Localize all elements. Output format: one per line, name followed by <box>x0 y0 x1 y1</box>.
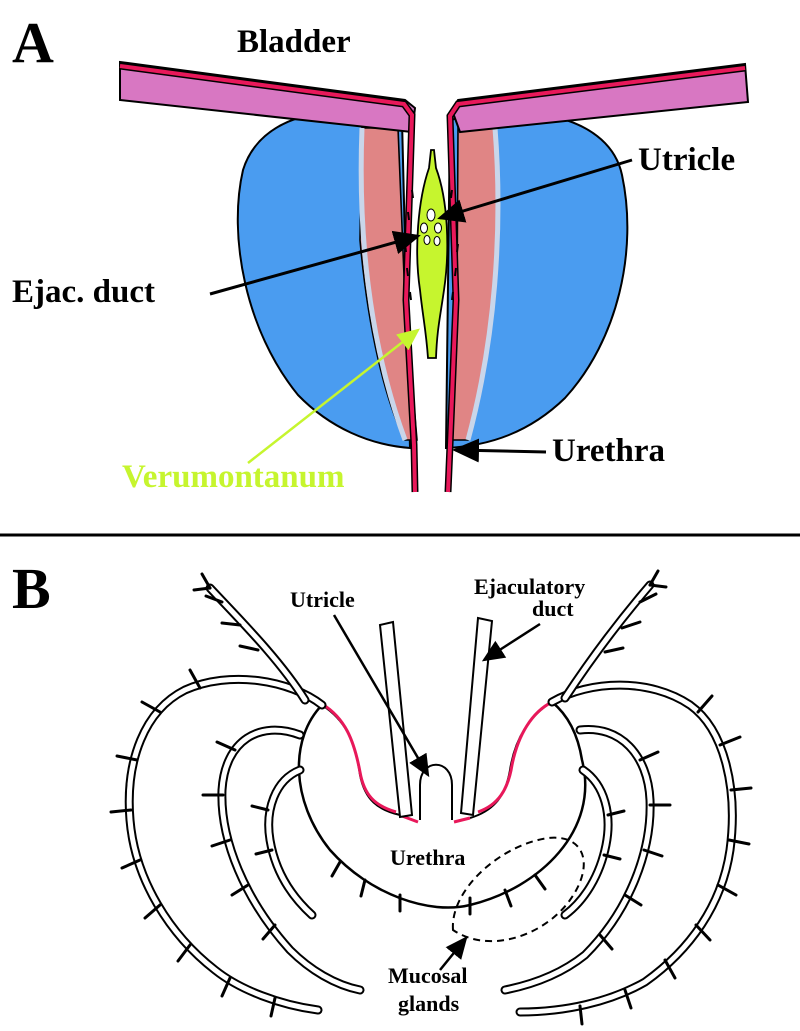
pointer-verumontanum <box>247 328 420 464</box>
label-ejac-duct: Ejac. duct <box>12 274 155 310</box>
label-urethra-b: Urethra <box>390 845 465 870</box>
gland-ducts <box>109 569 753 1026</box>
transition-zone-right-edge <box>465 127 501 441</box>
transition-zone-left <box>359 127 418 441</box>
pointer-mucosal-glands <box>439 936 468 971</box>
utricle-tube-b <box>419 763 453 820</box>
label-bladder: Bladder <box>237 24 351 60</box>
label-ejaculatory: Ejaculatory <box>474 574 585 599</box>
panel-a-letter: A <box>12 10 54 75</box>
mucosa-red-right <box>477 700 553 814</box>
transition-zone-left-edge <box>358 127 408 441</box>
label-verumontanum: Verumontanum <box>122 459 344 495</box>
panel-b: B <box>12 556 753 1026</box>
panel-b-letter: B <box>12 556 51 621</box>
ejac-duct-right-tube <box>459 616 494 817</box>
pointer-ejac-duct <box>209 230 421 296</box>
mucosal-gland-dashed <box>451 836 585 943</box>
mucosa-left-inner <box>321 704 401 816</box>
verumontanum <box>416 149 449 359</box>
label-duct: duct <box>532 596 574 621</box>
label-mucosal: Mucosal <box>388 963 467 988</box>
label-urethra-a: Urethra <box>552 433 665 469</box>
pointer-ejaculatory-duct <box>481 622 541 662</box>
label-glands: glands <box>398 991 460 1016</box>
ejaculatory-duct-openings <box>420 208 442 246</box>
pointer-urethra-a <box>452 438 547 463</box>
mucosa-red-left <box>321 702 397 814</box>
pointer-utricle-a <box>437 158 633 223</box>
pointer-utricle-b <box>332 614 430 778</box>
urothelium-left-fill <box>119 64 417 493</box>
panel-a: A Bladder <box>12 10 750 495</box>
label-utricle-b: Utricle <box>290 587 355 612</box>
label-utricle-a: Utricle <box>638 142 735 178</box>
mucosa-red-right-low <box>453 816 471 824</box>
